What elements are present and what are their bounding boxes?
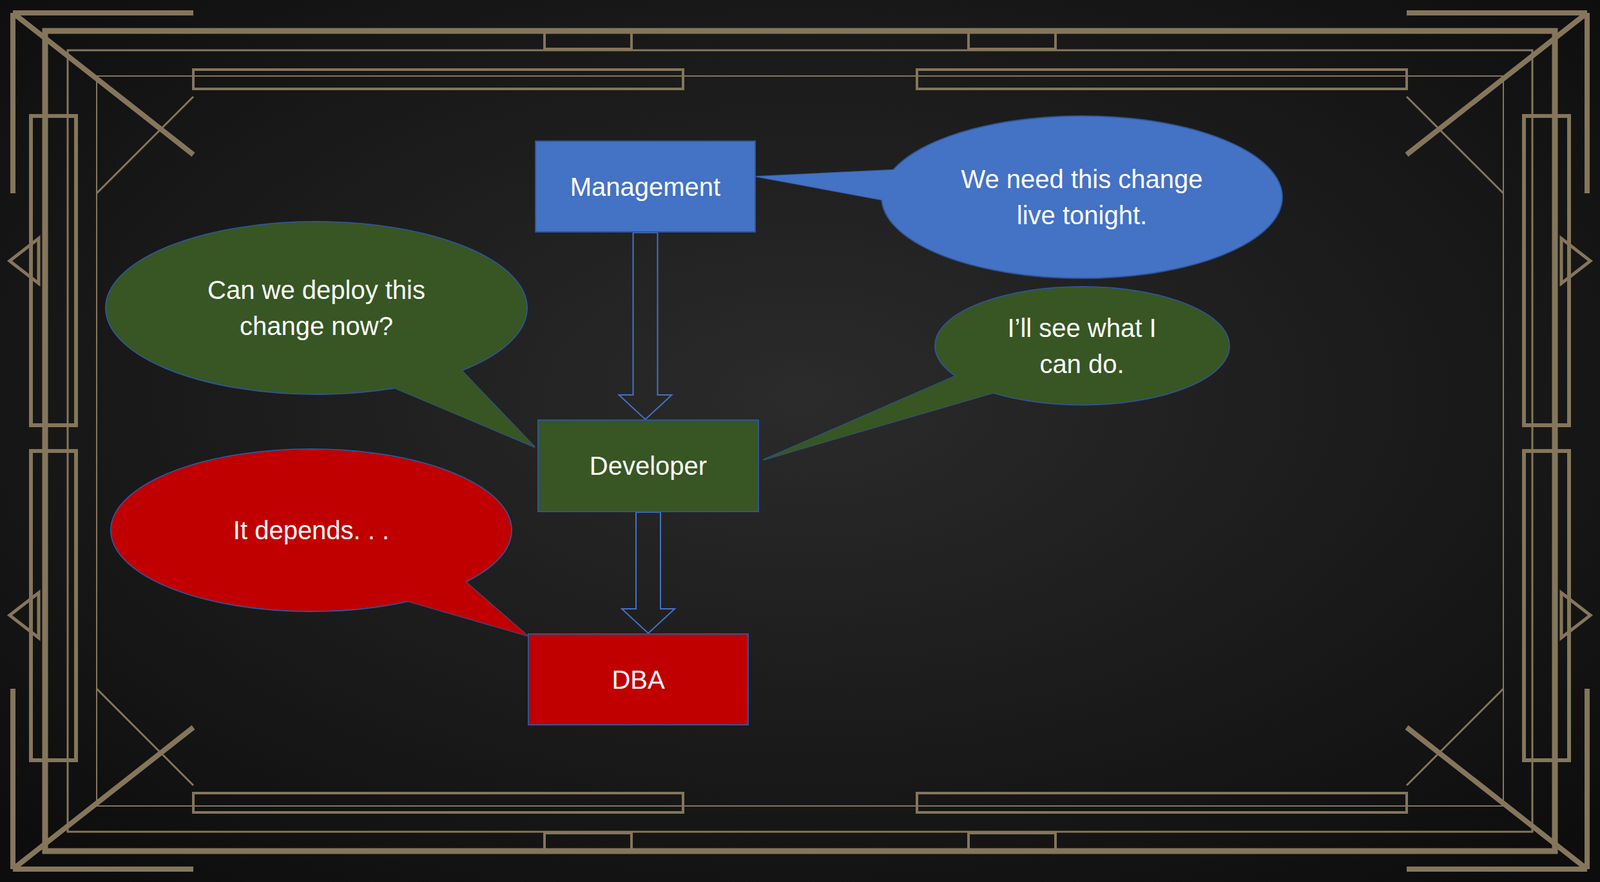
- role-box: DBA: [527, 633, 749, 726]
- bubble-body-fill: [106, 222, 527, 394]
- box-label: Developer: [589, 447, 707, 484]
- box-label: DBA: [611, 661, 665, 698]
- speech-bubble: Can we deploy this change now?: [105, 221, 528, 396]
- block-arrow: [619, 232, 673, 420]
- block-arrow: [621, 512, 675, 634]
- speech-bubble: We need this change live tonight.: [880, 115, 1283, 280]
- bubble-tail: [762, 375, 996, 461]
- bubble-outline: [934, 286, 1231, 406]
- deco-frame: [9, 12, 1591, 870]
- bubble-text: We need this change live tonight.: [940, 161, 1224, 234]
- role-box: Developer: [537, 419, 760, 513]
- bubble-body-fill: [882, 116, 1282, 278]
- speech-bubble: I’ll see what I can do.: [934, 286, 1231, 406]
- bubble-body: [881, 115, 1283, 279]
- bubble-outline: [880, 115, 1283, 280]
- bubble-body-fill: [935, 287, 1229, 405]
- bubble-text: I’ll see what I can do.: [992, 309, 1171, 383]
- bubble-body: [110, 449, 512, 612]
- bubble-body: [934, 286, 1230, 405]
- bubble-body-fill: [111, 449, 511, 611]
- speech-bubble: It depends. . .: [110, 448, 513, 613]
- bubble-tail-fill: [755, 169, 899, 201]
- bubble-text: It depends. . .: [233, 512, 390, 549]
- bubble-body: [105, 221, 528, 395]
- box-label: Management: [570, 168, 721, 205]
- bubble-outline: [105, 221, 528, 396]
- bubble-text: Can we deploy this change now?: [181, 271, 452, 345]
- bubble-tail-fill: [762, 375, 996, 461]
- bubble-tail: [755, 169, 899, 201]
- role-box: Management: [534, 140, 756, 233]
